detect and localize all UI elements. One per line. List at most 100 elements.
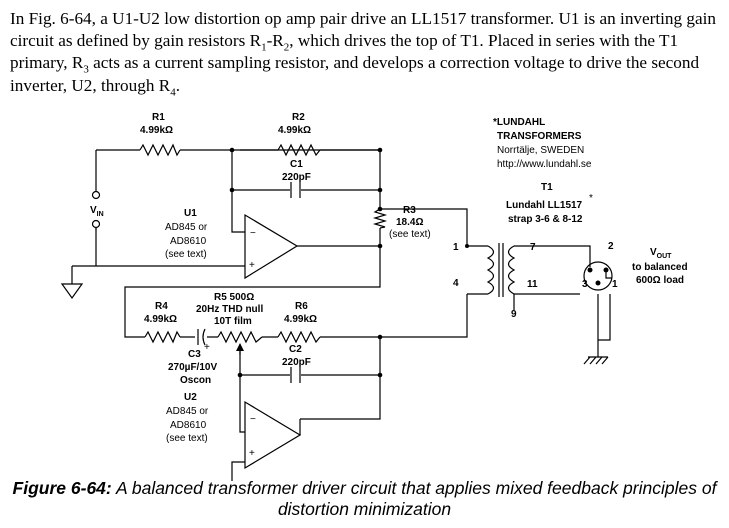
figure-caption: Figure 6-64: A balanced transformer driv… — [0, 478, 729, 520]
label-r6-value: 4.99kΩ — [284, 314, 317, 325]
pin-label-4: 4 — [453, 278, 459, 289]
pin-label-7: 7 — [530, 242, 536, 253]
wire-network — [71, 149, 611, 481]
label-r3-value: 18.4Ω — [396, 217, 423, 228]
wire-u2-noninverting — [231, 461, 245, 481]
label-u2-name: U2 — [184, 392, 197, 403]
vin-terminal-bottom — [91, 219, 101, 229]
label-r1-name: R1 — [152, 112, 165, 123]
xlr-wiring — [589, 258, 612, 279]
label-t1-name: T1 — [541, 182, 553, 193]
u2-plus-sign: + — [249, 448, 255, 459]
label-t1-part: Lundahl LL1517 — [506, 200, 583, 211]
subscript: 4 — [170, 86, 176, 99]
wire-u1-inverting — [231, 150, 245, 233]
label-u2-note: (see text) — [166, 433, 208, 444]
label-r5-desc: 20Hz THD null — [196, 304, 263, 315]
xlr-pin-2: 2 — [608, 241, 614, 252]
u1-minus-sign: − — [250, 228, 256, 239]
vendor-line-3: Norrtälje, SWEDEN — [497, 145, 584, 156]
wire-r3-sense — [124, 246, 381, 338]
intro-text: In Fig. 6-64, a U1-U2 low distortion op … — [10, 9, 716, 51]
capacitor-c3 — [197, 328, 206, 346]
label-c1-value: 220pF — [282, 172, 311, 183]
xlr-connector — [583, 261, 613, 291]
potentiometer-r5 — [217, 330, 263, 344]
label-r4-name: R4 — [155, 301, 168, 312]
opamp-u1 — [244, 213, 299, 280]
wire-t1-bottom — [380, 293, 488, 338]
label-u1-alt: AD8610 — [170, 236, 207, 247]
wire-secondary-top — [514, 245, 591, 258]
t1-primary-winding — [486, 245, 495, 295]
vin-terminal-top — [91, 190, 101, 200]
intro-text: -R — [266, 31, 284, 51]
wire-u2-output-loop — [300, 337, 381, 420]
resistor-r2 — [240, 143, 380, 157]
label-t1-star: * — [589, 193, 593, 204]
label-r5-type: 10T film — [214, 316, 252, 327]
label-vout-line2: to balanced — [632, 262, 688, 273]
t1-core — [498, 243, 504, 297]
label-r3-note: (see text) — [389, 229, 431, 240]
intro-text: , which drives the top of T1. Placed in … — [10, 31, 679, 73]
pin-label-11: 11 — [527, 279, 538, 290]
subscript: 3 — [83, 63, 89, 76]
resistor-r1 — [139, 143, 181, 157]
wire-u1-output — [297, 228, 381, 247]
xlr-pin-1: 1 — [612, 279, 618, 290]
label-u2-alt: AD8610 — [170, 420, 207, 431]
label-vout-line3: 600Ω load — [636, 275, 684, 286]
label-c3-name: C3 — [188, 349, 201, 360]
c3-plus-sign: + — [204, 342, 210, 353]
label-r6-name: R6 — [295, 301, 308, 312]
intro-text: . — [175, 75, 180, 95]
resistor-r6 — [277, 330, 321, 344]
label-c2-name: C2 — [289, 344, 302, 355]
label-r5: R5 500Ω — [214, 292, 254, 303]
label-vout: VOUT — [650, 247, 672, 260]
vendor-line-1: *LUNDAHL — [493, 117, 545, 128]
label-c1-name: C1 — [290, 159, 303, 170]
opamp-u2 — [244, 400, 302, 470]
label-r3-name: R3 — [403, 205, 416, 216]
label-vin: VIN — [90, 205, 104, 218]
label-u1-name: U1 — [184, 208, 197, 219]
vendor-line-4: http://www.lundahl.se — [497, 159, 592, 170]
u2-minus-sign: − — [250, 414, 256, 425]
label-r4-value: 4.99kΩ — [144, 314, 177, 325]
wire-secondary-bottom — [514, 293, 611, 341]
capacitor-c2 — [290, 367, 301, 383]
label-r1-value: 4.99kΩ — [140, 125, 173, 136]
label-c3-type: Oscon — [180, 375, 211, 386]
t1-secondary-winding — [507, 245, 516, 295]
xlr-pins — [587, 267, 609, 286]
label-u1-part: AD845 or — [165, 222, 208, 233]
label-u2-part: AD845 or — [166, 406, 209, 417]
caption-label: Figure 6-64: — [12, 478, 112, 498]
subscript: 2 — [283, 41, 290, 54]
label-r2-value: 4.99kΩ — [278, 125, 311, 136]
label-t1-strap: strap 3-6 & 8-12 — [508, 214, 583, 225]
vendor-line-2: TRANSFORMERS — [497, 131, 582, 142]
caption-text: A balanced transformer driver circuit th… — [111, 478, 717, 519]
intro-text: acts as a current sampling resistor, and… — [10, 53, 700, 95]
capacitor-c1 — [290, 182, 301, 198]
pin-label-1: 1 — [453, 242, 459, 253]
junction-dots — [229, 147, 469, 378]
resistor-r3 — [372, 208, 388, 229]
resistor-r4 — [144, 330, 181, 344]
wire-ground-left — [71, 227, 245, 284]
r5-wiper-arrow — [236, 343, 244, 351]
u1-plus-sign: + — [249, 260, 255, 271]
label-c3-value: 270µF/10V — [168, 362, 217, 373]
wire-c1-feedback — [232, 150, 381, 209]
label-c2-value: 220pF — [282, 357, 311, 368]
label-u1-note: (see text) — [165, 249, 207, 260]
intro-paragraph: In Fig. 6-64, a U1-U2 low distortion op … — [10, 8, 722, 99]
label-r2-name: R2 — [292, 112, 305, 123]
subscript: 1 — [261, 41, 267, 54]
pin-label-9: 9 — [511, 309, 517, 320]
wire-u2-inverting — [239, 347, 245, 433]
